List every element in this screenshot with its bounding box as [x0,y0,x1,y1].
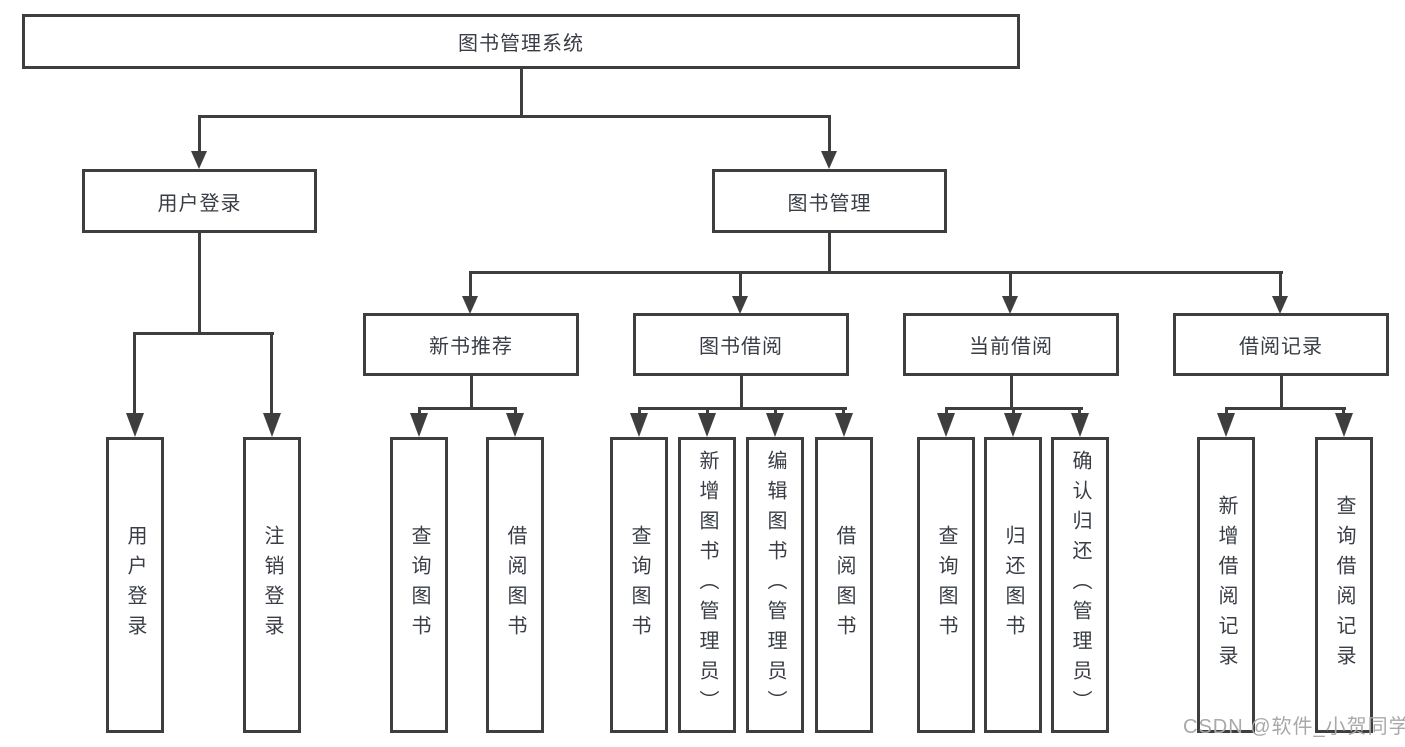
connector-line [418,407,517,410]
node-book-borrow: 图书借阅 [633,313,849,376]
connector-line [1012,407,1015,416]
connector-line [469,271,1283,274]
connector-line [1225,407,1228,416]
connector-arrow [1002,296,1018,314]
connector-line [842,407,845,416]
connector-line [1225,407,1346,410]
connector-line [828,116,831,152]
connector-line [1010,376,1013,409]
node-user-login-label: 用户登录 [157,192,242,215]
connector-line [1009,271,1012,298]
connector-arrow [1217,413,1235,437]
node-current-borrow-label: 当前借阅 [969,336,1053,358]
connector-line [270,332,273,415]
leaf-add-borrow-record-label: 新增借阅记录 [1215,495,1237,675]
connector-line [1279,271,1282,298]
connector-line [1078,407,1081,416]
connector-line [739,271,742,298]
connector-arrow [462,296,478,314]
leaf-confirm-return-admin: 确认归还（管理员） [1051,437,1109,733]
node-book-management-label: 图书管理 [787,192,872,215]
leaf-query-books-1-label: 查询图书 [408,525,430,645]
leaf-edit-books-admin-label: 编辑图书（管理员） [764,450,786,720]
node-book-borrow-label: 图书借阅 [699,336,783,358]
leaf-user-login-label: 用户登录 [124,525,146,645]
leaf-return-books-label: 归还图书 [1002,525,1024,645]
connector-arrow [506,413,524,437]
connector-line [198,115,831,118]
connector-line [1280,376,1283,409]
leaf-logout-label: 注销登录 [261,525,283,645]
leaf-logout: 注销登录 [243,437,301,733]
leaf-query-books-1: 查询图书 [390,437,448,733]
node-user-login: 用户登录 [82,169,317,233]
leaf-query-books-3: 查询图书 [917,437,975,733]
connector-line [198,116,201,152]
leaf-query-borrow-record: 查询借阅记录 [1315,437,1373,733]
connector-line [134,332,274,335]
connector-arrow [937,413,955,437]
connector-arrow [1335,413,1353,437]
leaf-query-books-2-label: 查询图书 [628,525,650,645]
watermark-text: CSDN @软件_小贺同学 [1183,716,1405,738]
leaf-add-books-admin-label: 新增图书（管理员） [696,450,718,720]
connector-arrow [263,413,281,437]
connector-arrow [821,151,837,169]
leaf-query-books-3-label: 查询图书 [935,525,957,645]
connector-line [198,233,201,334]
connector-line [638,407,847,410]
connector-arrow [126,413,144,437]
connector-line [740,376,743,409]
connector-line [638,407,641,416]
node-root-label: 图书管理系统 [458,33,584,55]
connector-line [774,407,777,416]
connector-line [706,407,709,416]
connector-line [1342,407,1345,416]
node-new-book-recommend: 新书推荐 [363,313,579,376]
connector-line [828,233,831,273]
connector-line [520,69,523,118]
leaf-user-login: 用户登录 [106,437,164,733]
connector-line [945,407,948,416]
leaf-borrow-books-1: 借阅图书 [486,437,544,733]
leaf-borrow-books-1-label: 借阅图书 [504,525,526,645]
leaf-return-books: 归还图书 [984,437,1042,733]
node-borrow-records-label: 借阅记录 [1239,336,1323,358]
connector-arrow [1071,413,1089,437]
connector-arrow [1004,413,1022,437]
node-book-management: 图书管理 [712,169,947,233]
connector-line [133,332,136,415]
connector-arrow [732,296,748,314]
leaf-query-books-2: 查询图书 [610,437,668,733]
connector-arrow [410,413,428,437]
node-new-book-recommend-label: 新书推荐 [429,336,513,358]
connector-arrow [630,413,648,437]
node-borrow-records: 借阅记录 [1173,313,1389,376]
connector-arrow [835,413,853,437]
connector-line [514,407,517,416]
leaf-borrow-books-2: 借阅图书 [815,437,873,733]
connector-line [469,271,472,298]
leaf-add-borrow-record: 新增借阅记录 [1197,437,1255,733]
leaf-query-borrow-record-label: 查询借阅记录 [1333,495,1355,675]
node-current-borrow: 当前借阅 [903,313,1119,376]
connector-arrow [1272,296,1288,314]
leaf-edit-books-admin: 编辑图书（管理员） [746,437,804,733]
connector-arrow [766,413,784,437]
connector-arrow [698,413,716,437]
connector-line [470,376,473,409]
leaf-borrow-books-2-label: 借阅图书 [833,525,855,645]
leaf-confirm-return-admin-label: 确认归还（管理员） [1069,450,1091,720]
connector-line [418,407,421,416]
node-root: 图书管理系统 [22,14,1020,69]
leaf-add-books-admin: 新增图书（管理员） [678,437,736,733]
connector-arrow [191,151,207,169]
